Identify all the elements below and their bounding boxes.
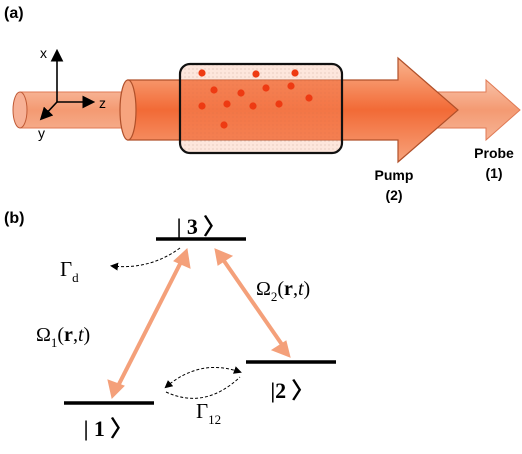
z-axis-label: z <box>99 95 106 111</box>
atoms <box>198 69 313 129</box>
level-2-label: |2 〉 <box>270 378 313 403</box>
panel-a-label: (a) <box>4 5 24 22</box>
atom-dot <box>287 82 295 90</box>
gamma-d-label: Γd <box>60 257 79 285</box>
gamma-12-dephasing-arrow-upper <box>164 366 242 389</box>
probe-label: Probe <box>474 145 514 161</box>
panel-b-label: (b) <box>4 210 24 227</box>
atom-dot <box>249 102 257 110</box>
atom-dot <box>210 86 218 94</box>
level-1-label: | 1 〉 <box>84 416 133 441</box>
level-3-label: | 3 〉 <box>177 214 226 239</box>
x-axis-label: x <box>40 45 47 61</box>
atom-dot <box>275 100 283 108</box>
atom-dot <box>220 121 228 129</box>
atom-dot <box>198 69 206 77</box>
omega-1-label: Ω1(r,t) <box>36 324 90 350</box>
gamma-12-dephasing-arrow-lower <box>165 376 241 399</box>
y-axis-label: y <box>38 125 45 141</box>
coordinate-axes: x z y <box>38 45 106 141</box>
omega-2-label: Ω2(r,t) <box>256 278 310 304</box>
probe-coupling-arrow <box>107 247 191 399</box>
atom-dot <box>291 69 299 77</box>
atom-dot <box>262 84 270 92</box>
atom-dot <box>223 100 231 108</box>
pump-label: Pump <box>375 167 414 183</box>
atom-dot <box>305 94 313 102</box>
atom-cell <box>178 62 344 155</box>
pump-index: (2) <box>385 187 402 203</box>
gamma-d-decay-arrow <box>110 247 181 271</box>
atom-dot <box>252 70 260 78</box>
atom-dot <box>237 89 245 97</box>
probe-index: (1) <box>485 165 502 181</box>
gamma-12-label: Γ12 <box>196 399 221 427</box>
pump-coupling-arrow <box>214 248 291 358</box>
atom-dot <box>198 102 206 110</box>
